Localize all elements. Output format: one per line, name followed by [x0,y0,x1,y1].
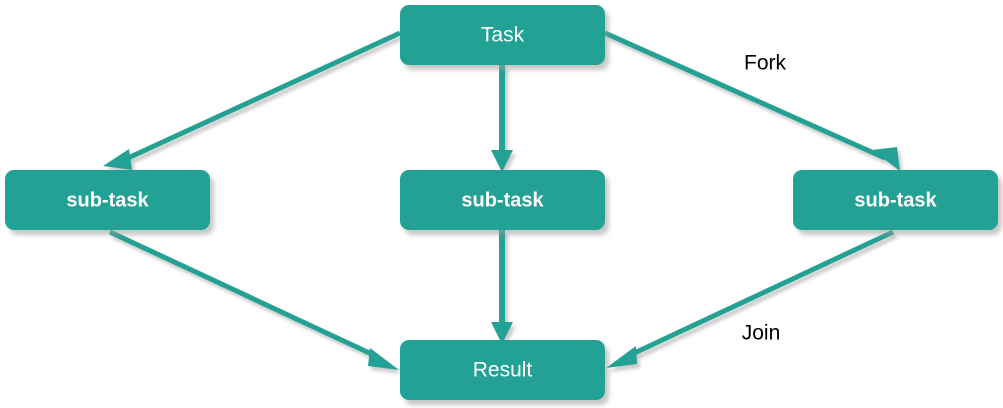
edge-fork-mid-arrowhead [491,150,513,172]
node-task-label: Task [481,24,525,47]
edge-label-layer: Fork Join [742,52,787,345]
node-result-label: Result [473,359,533,382]
edge-fork-right-line [603,30,887,161]
edge-fork-mid [491,65,513,172]
node-subtask-left[interactable]: sub-task [5,170,210,230]
node-subtask-left-label: sub-task [66,189,149,211]
edge-join-left [108,229,399,370]
edge-join-left-line [108,229,380,360]
node-result-box[interactable] [400,340,605,400]
edge-layer [103,30,900,370]
edge-join-right-arrowhead [606,346,637,368]
node-task[interactable]: Task [400,5,605,65]
node-subtask-mid-box[interactable] [400,170,605,230]
edge-fork-right-arrowhead [872,147,900,171]
edge-fork-right [603,30,900,171]
node-layer: Task sub-task sub-task sub-task Result [5,5,998,400]
edge-label-join: Join [742,322,781,345]
edge-fork-left [103,30,402,170]
node-subtask-right[interactable]: sub-task [793,170,998,230]
edge-join-left-arrowhead [368,348,399,370]
edge-join-right-line [626,229,895,359]
node-subtask-right-label: sub-task [854,189,937,211]
edge-join-mid-arrowhead [491,322,513,344]
edge-fork-left-arrowhead [103,149,132,170]
edge-fork-left-line [126,30,402,161]
node-task-box[interactable] [400,5,605,65]
edge-join-right [606,229,895,368]
edge-label-fork: Fork [744,52,787,75]
node-subtask-right-box[interactable] [793,170,998,230]
node-subtask-mid[interactable]: sub-task [400,170,605,230]
node-result[interactable]: Result [400,340,605,400]
edge-join-mid [491,230,513,344]
node-subtask-mid-label: sub-task [461,189,544,211]
node-subtask-left-box[interactable] [5,170,210,230]
